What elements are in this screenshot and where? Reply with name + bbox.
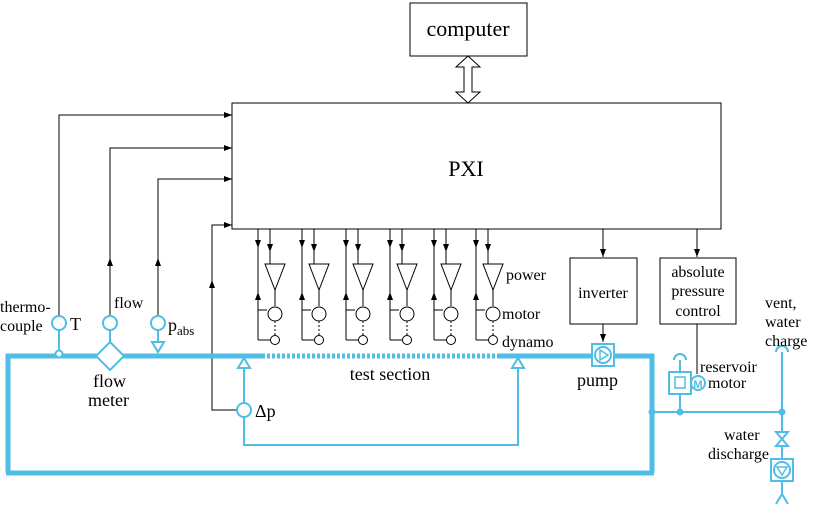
delta-p-signal-line <box>211 224 240 411</box>
motor-symbol: M <box>693 379 702 391</box>
computer-block: computer <box>409 2 528 57</box>
vent-label-2: water <box>765 314 801 331</box>
t-label: T <box>70 314 81 334</box>
flow-meter-label-1: flow <box>93 371 126 391</box>
delta-p-label: Δp <box>255 401 276 421</box>
motor-icon <box>690 375 706 391</box>
thermocouple-sensor: T thermo- couple <box>0 299 81 359</box>
delta-p-sensor: Δp <box>236 356 526 446</box>
pabs-sensor: pabs <box>150 315 194 354</box>
reservoir-label: reservoir <box>700 359 758 376</box>
inverter-label: inverter <box>578 285 628 302</box>
flow-arrow-right <box>224 145 232 151</box>
heater-channel <box>255 229 286 345</box>
flow-signal-line <box>109 147 232 316</box>
pabs-arrow-right <box>224 176 232 182</box>
water-discharge-label-2: discharge <box>708 446 769 463</box>
water-discharge-label-1: water <box>724 427 760 444</box>
thermo-label-1: thermo- <box>0 299 51 316</box>
pump: pump <box>577 343 618 390</box>
test-section-label: test section <box>350 364 430 384</box>
motor-label: motor <box>502 306 541 323</box>
heater-channels: power motor dynamo <box>255 229 554 351</box>
reservoir-branch: M reservoir motor vent, water charge wat… <box>648 295 807 505</box>
pressure-control-block: absolute pressure control <box>659 229 737 374</box>
abs-pressure-line1: absolute <box>671 264 724 281</box>
pabs-label: pabs <box>168 315 194 338</box>
vent-label-1: vent, <box>765 295 797 312</box>
bidirectional-arrow <box>454 55 482 104</box>
flow-sensor: flow flow meter <box>88 295 144 410</box>
vent-label-3: charge <box>765 333 807 350</box>
delta-p-arrow-right <box>224 222 232 228</box>
reservoir-motor-label: motor <box>708 375 747 392</box>
thermocouple-signal-line <box>58 114 232 316</box>
dynamo-label: dynamo <box>502 334 554 351</box>
pxi-block: PXI <box>231 102 722 230</box>
pressure-control-box <box>659 257 737 325</box>
pabs-arrow-up <box>155 258 161 266</box>
heater-channel <box>387 229 418 345</box>
heater-channel <box>473 229 504 345</box>
flow-label: flow <box>114 295 144 312</box>
thermo-label-2: couple <box>0 318 43 335</box>
delta-p-arrow-up <box>209 280 215 288</box>
flow-meter-label-2: meter <box>88 390 129 410</box>
heater-channel <box>299 229 330 345</box>
flow-arrow-up <box>107 258 113 266</box>
sensor-signal-lines <box>58 112 240 411</box>
computer-label: computer <box>426 16 510 41</box>
pabs-signal-line <box>157 178 232 316</box>
computer-pxi-link <box>454 55 482 104</box>
inverter-block: inverter <box>569 229 638 342</box>
abs-pressure-line3: control <box>675 303 721 320</box>
drain-valve-icon <box>773 431 791 447</box>
heater-channel <box>431 229 462 345</box>
pxi-label: PXI <box>448 156 483 181</box>
abs-pressure-line2: pressure <box>671 283 724 300</box>
heater-channel <box>343 229 374 345</box>
power-label: power <box>506 267 547 284</box>
pump-icon <box>594 346 612 364</box>
pump-label: pump <box>577 370 618 390</box>
flow-meter-diamond <box>94 340 126 372</box>
drain-pump-icon <box>773 461 791 479</box>
thermocouple-arrow <box>224 112 232 118</box>
